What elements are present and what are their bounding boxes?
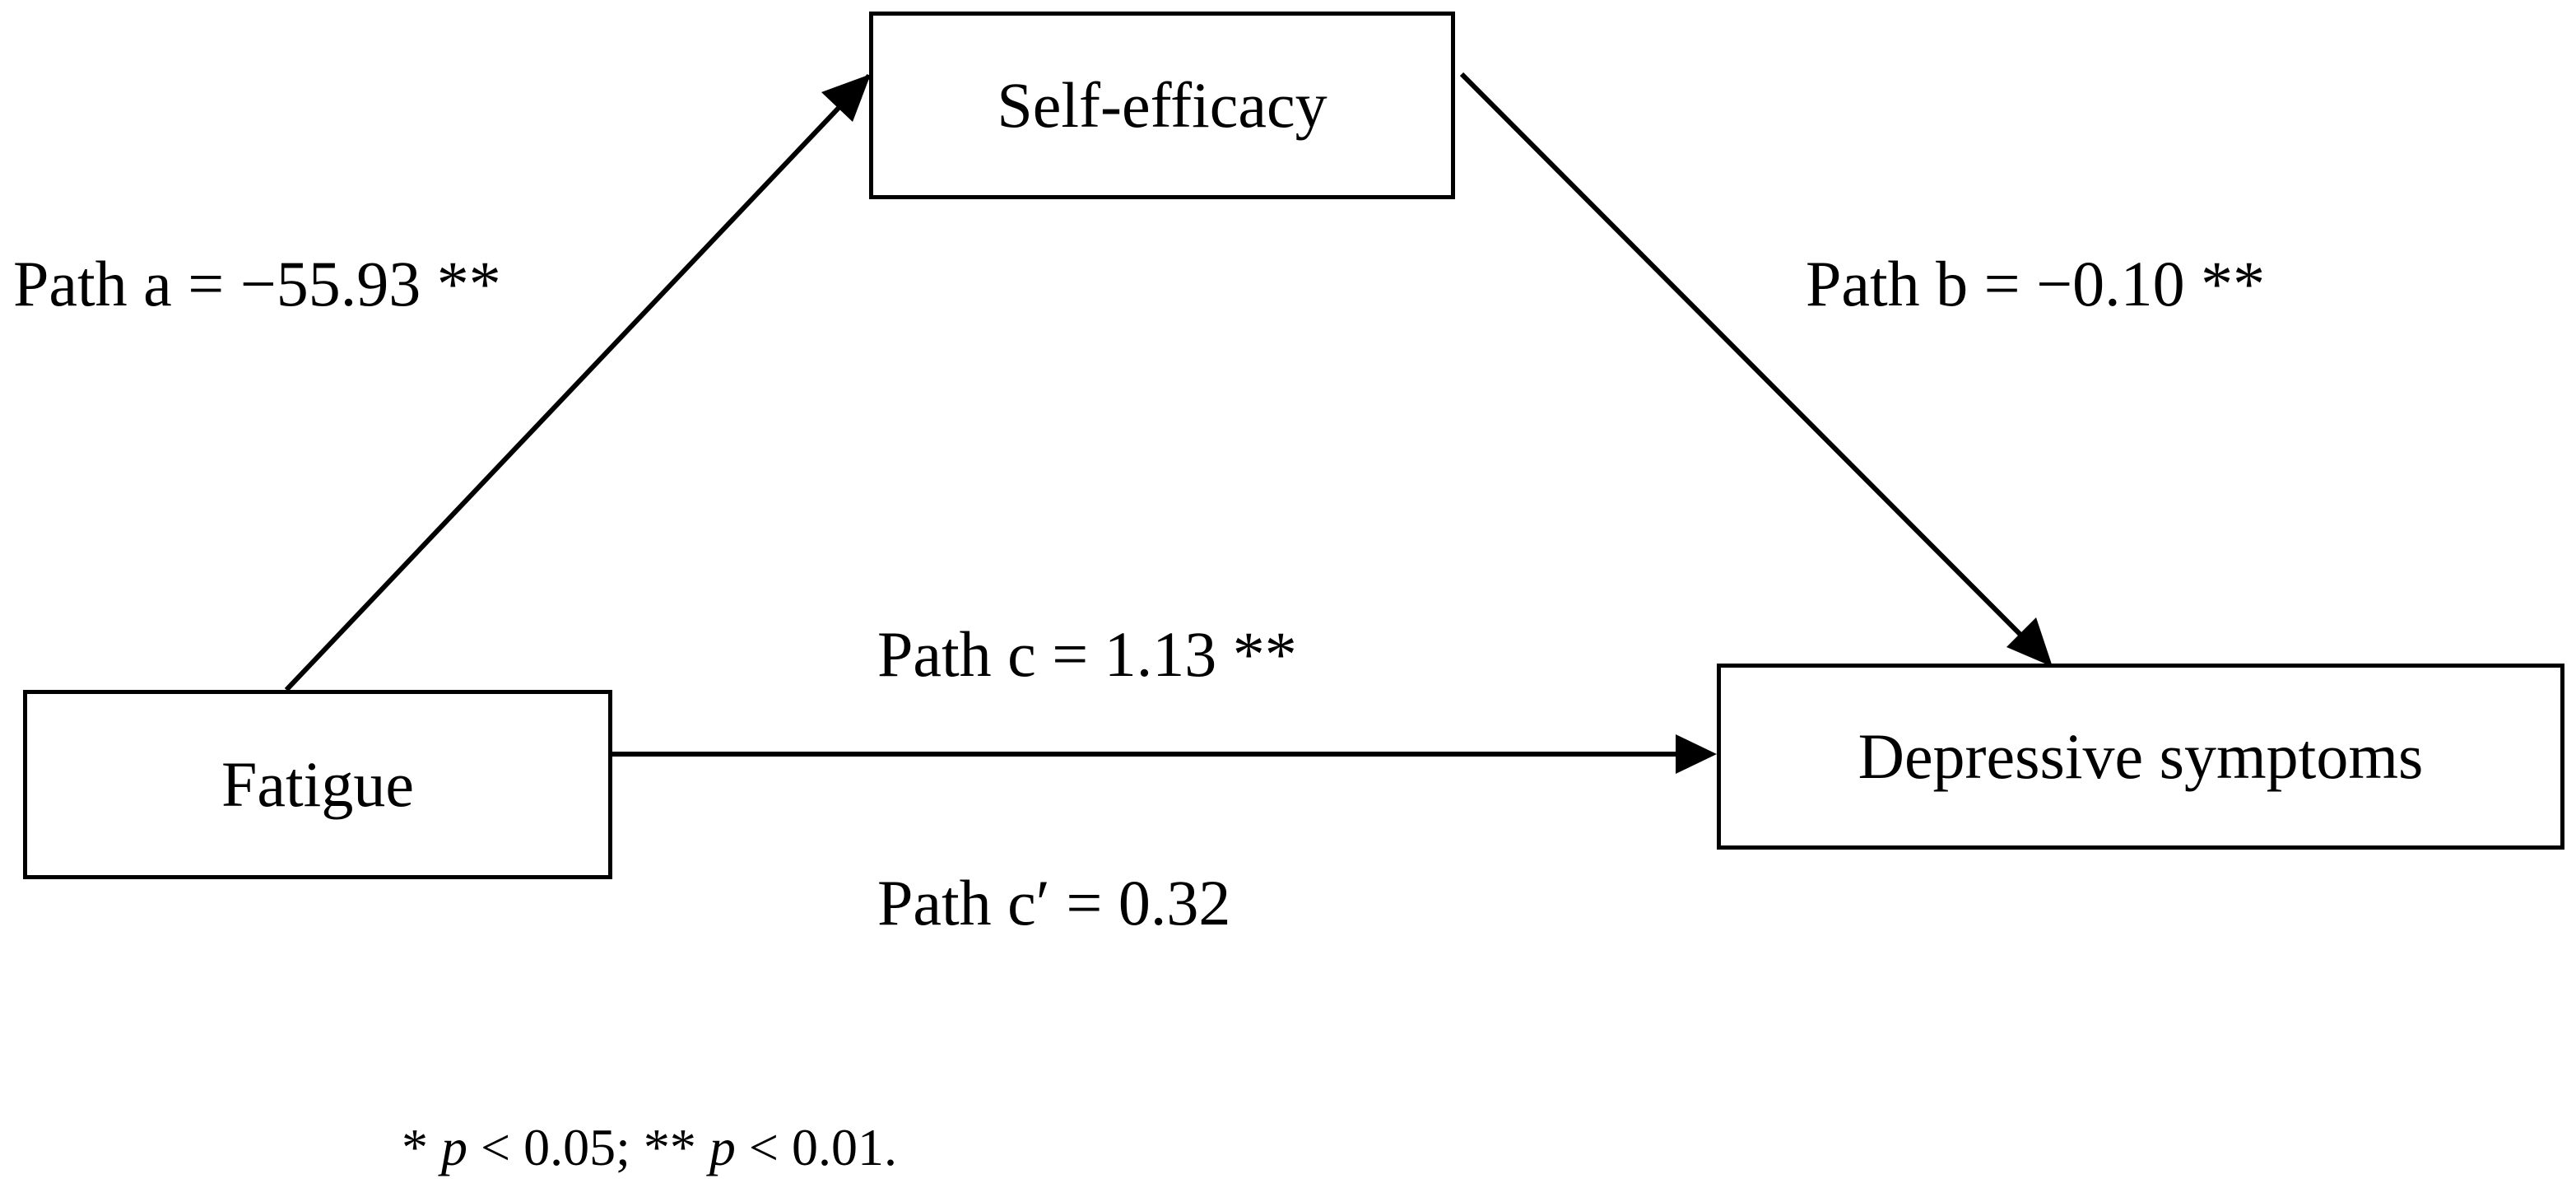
path-a-label: Path a = −55.93 ** (13, 248, 501, 319)
path-c-prime-label: Path c′ = 0.32 (877, 867, 1231, 939)
path-a-arrow (284, 73, 872, 692)
note-part3: < 0.01. (735, 1118, 897, 1176)
path-c-label: Path c = 1.13 ** (877, 618, 1297, 690)
significance-note: * p < 0.05; ** p < 0.01. (402, 1121, 897, 1174)
path-b-arrowhead (2006, 617, 2053, 667)
note-p1: p (441, 1118, 467, 1176)
note-part1: * (402, 1118, 441, 1176)
path-b-label: Path b = −0.10 ** (1806, 248, 2266, 319)
note-p2: p (709, 1118, 736, 1176)
path-c-arrowhead (1676, 734, 1717, 774)
mediator-label: Self-efficacy (997, 69, 1328, 141)
outcome-label: Depressive symptoms (1858, 720, 2424, 792)
predictor-box: Fatigue (23, 690, 612, 879)
predictor-label: Fatigue (221, 748, 414, 820)
outcome-box: Depressive symptoms (1717, 664, 2564, 850)
note-part2: < 0.05; ** (467, 1118, 709, 1176)
path-b-arrow (1459, 72, 2052, 666)
path-a-arrowhead (821, 74, 871, 122)
mediator-box: Self-efficacy (869, 12, 1455, 199)
